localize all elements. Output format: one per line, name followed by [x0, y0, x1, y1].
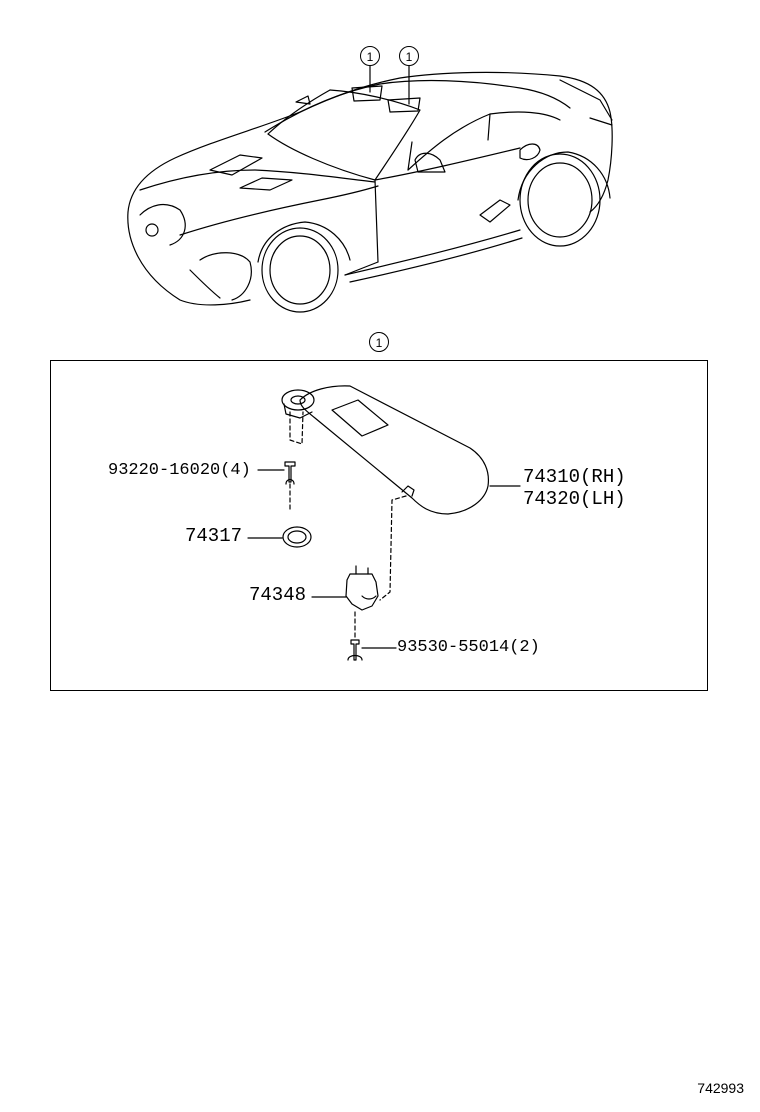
part-label-visor-rh: 74310(RH): [523, 466, 626, 488]
part-label-screw-top: 93220-16020(4): [108, 461, 251, 480]
callout-top-right: 1: [399, 46, 419, 66]
sun-visor-detail-drawing: [247, 385, 521, 661]
figure-code: 742993: [697, 1080, 744, 1096]
detail-frame: [50, 360, 708, 691]
part-label-hook: 74348: [249, 584, 307, 606]
callout-detail: 1: [369, 332, 389, 352]
part-label-holder-cap: 74317: [185, 525, 243, 547]
part-label-visor-lh: 74320(LH): [523, 488, 626, 510]
part-label-screw-bottom: 93530-55014(2): [397, 638, 540, 657]
callout-top-left: 1: [360, 46, 380, 66]
car-overview-drawing: [127, 65, 613, 313]
